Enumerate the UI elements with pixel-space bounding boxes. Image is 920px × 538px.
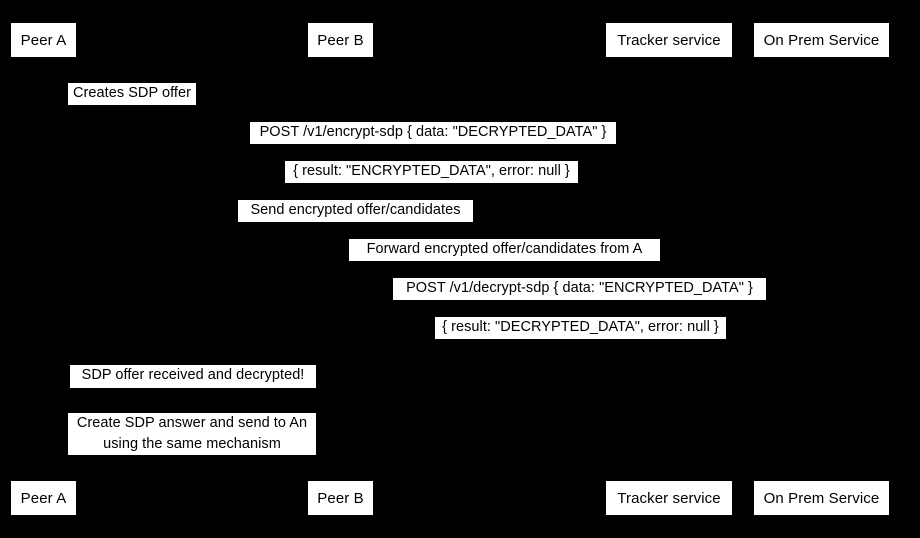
message-label-create-sdp-answer[interactable]: Create SDP answer and send to An using t… <box>68 413 316 455</box>
participant-label: Tracker service <box>617 31 721 49</box>
message-text: Forward encrypted offer/candidates from … <box>366 241 643 257</box>
participant-label: Peer A <box>20 31 67 49</box>
participant-label: Peer A <box>20 489 67 507</box>
message-text: SDP offer received and decrypted! <box>81 367 305 383</box>
participant-label: Tracker service <box>617 489 721 507</box>
message-text: POST /v1/encrypt-sdp { data: "DECRYPTED_… <box>259 124 607 140</box>
participant-footer-on-prem-service[interactable]: On Prem Service <box>753 480 890 516</box>
message-text-line-2: using the same mechanism <box>103 436 281 452</box>
message-label-sdp-offer-received[interactable]: SDP offer received and decrypted! <box>70 365 316 388</box>
participant-header-on-prem-service[interactable]: On Prem Service <box>753 22 890 58</box>
participant-footer-peer-a[interactable]: Peer A <box>10 480 77 516</box>
participant-label: On Prem Service <box>763 489 880 507</box>
lifeline-peer-b <box>340 58 341 480</box>
message-label-encrypt-sdp-result[interactable]: { result: "ENCRYPTED_DATA", error: null … <box>285 161 578 183</box>
participant-footer-tracker-service[interactable]: Tracker service <box>605 480 733 516</box>
lifeline-tracker-service <box>669 58 670 480</box>
message-text: POST /v1/decrypt-sdp { data: "ENCRYPTED_… <box>406 280 753 296</box>
participant-label: On Prem Service <box>763 31 880 49</box>
message-label-forward-encrypted-offer[interactable]: Forward encrypted offer/candidates from … <box>349 239 660 261</box>
participant-label: Peer B <box>317 31 364 49</box>
message-text: Creates SDP offer <box>73 85 191 101</box>
lifeline-peer-a <box>43 58 44 480</box>
message-text-line-1: Create SDP answer and send to An <box>76 415 308 431</box>
participant-footer-peer-b[interactable]: Peer B <box>307 480 374 516</box>
message-text: Send encrypted offer/candidates <box>250 202 461 218</box>
message-label-post-decrypt-sdp[interactable]: POST /v1/decrypt-sdp { data: "ENCRYPTED_… <box>393 278 766 300</box>
message-label-send-encrypted-offer[interactable]: Send encrypted offer/candidates <box>238 200 473 222</box>
lifeline-on-prem-service <box>821 58 822 480</box>
message-label-creates-sdp-offer[interactable]: Creates SDP offer <box>68 83 196 105</box>
message-label-decrypt-sdp-result[interactable]: { result: "DECRYPTED_DATA", error: null … <box>435 317 726 339</box>
participant-header-tracker-service[interactable]: Tracker service <box>605 22 733 58</box>
message-label-post-encrypt-sdp[interactable]: POST /v1/encrypt-sdp { data: "DECRYPTED_… <box>250 122 616 144</box>
message-text: { result: "ENCRYPTED_DATA", error: null … <box>293 163 570 179</box>
participant-header-peer-b[interactable]: Peer B <box>307 22 374 58</box>
participant-header-peer-a[interactable]: Peer A <box>10 22 77 58</box>
message-text: { result: "DECRYPTED_DATA", error: null … <box>442 319 719 335</box>
participant-label: Peer B <box>317 489 364 507</box>
